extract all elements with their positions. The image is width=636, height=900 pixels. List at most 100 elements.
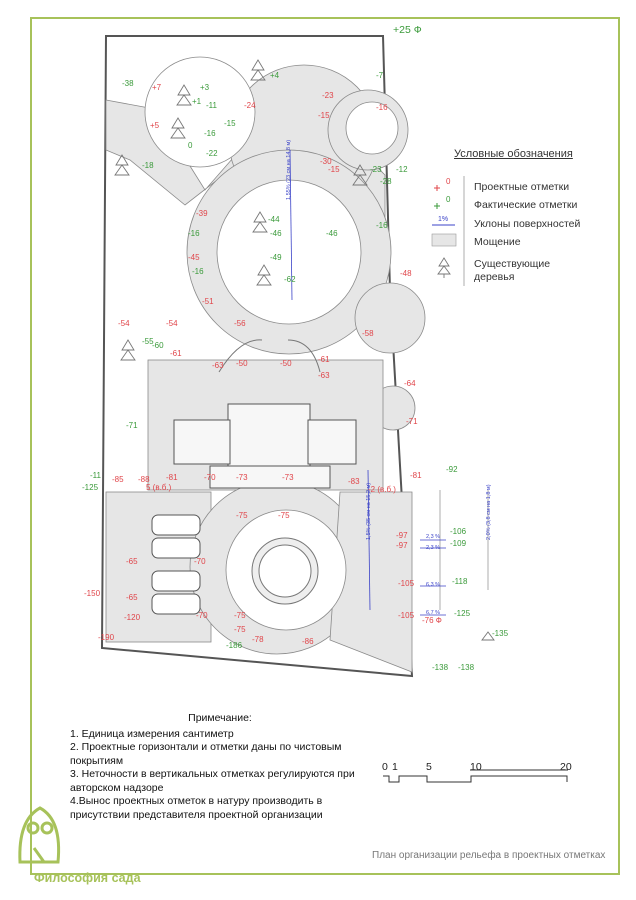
design-elevation-mark: -54 xyxy=(166,319,178,328)
design-elevation-mark: -61 xyxy=(318,355,330,364)
tree-icon xyxy=(256,264,272,286)
lawn-top xyxy=(144,56,256,168)
design-elevation-mark: 5 (в.б.) xyxy=(146,483,172,492)
design-elevation-mark: -88 xyxy=(138,475,150,484)
scale-label: 10 xyxy=(470,761,482,773)
drawing-title: План организации рельефа в проектных отм… xyxy=(372,850,606,861)
house-porch xyxy=(209,465,331,489)
logo-text: Философия сада xyxy=(34,871,141,885)
actual-marks: -38+4+3+1-11-15-160-22-18-44-46-46-16-49… xyxy=(82,71,509,672)
design-elevation-mark: -70 xyxy=(204,473,216,482)
actual-elevation-mark: -92 xyxy=(446,465,458,474)
design-elevation-mark: -81 xyxy=(410,471,422,480)
design-elevation-mark: -75 xyxy=(234,625,246,634)
legend-actual-marks: Фактические отметки xyxy=(474,199,578,211)
note-item: 2. Проектные горизонтали и отметки даны … xyxy=(70,741,342,767)
slope-arrow xyxy=(289,149,293,301)
actual-elevation-mark: -7 xyxy=(376,71,384,80)
tree-icon xyxy=(352,164,368,186)
actual-elevation-mark: -15 xyxy=(224,119,236,128)
slope-arrow xyxy=(367,469,371,611)
fountain-inner xyxy=(258,544,312,598)
actual-elevation-mark: -44 xyxy=(268,215,280,224)
design-elevation-mark: -63 xyxy=(318,371,330,380)
actual-elevation-mark: -186 xyxy=(226,641,243,650)
legend-slopes: Уклоны поверхностей xyxy=(474,218,581,230)
design-elevation-mark: -30 xyxy=(320,157,332,166)
design-elevation-mark: -190 xyxy=(98,633,115,642)
note-item: 3. Неточности в вертикальных отметках ре… xyxy=(70,768,355,794)
design-elevation-mark: -85 xyxy=(112,475,124,484)
actual-elevation-mark: 0 xyxy=(188,141,193,150)
parking-cars xyxy=(151,514,201,615)
actual-elevation-mark: -46 xyxy=(270,229,282,238)
actual-elevation-mark: -16 xyxy=(192,267,204,276)
legend-actual-sample: 0 xyxy=(446,195,451,204)
tree-icon xyxy=(114,154,130,176)
design-elevation-mark: -50 xyxy=(280,359,292,368)
car-3 xyxy=(151,570,201,592)
actual-elevation-mark: -22 xyxy=(206,149,218,158)
tree-icon xyxy=(437,257,451,278)
actual-elevation-mark: -23 xyxy=(370,165,382,174)
legend-design-marks: Проектные отметки xyxy=(474,181,570,193)
scale-bar-line xyxy=(383,775,568,783)
design-elevation-mark: +7 xyxy=(152,83,162,92)
actual-elevation-mark: -16 xyxy=(204,129,216,138)
design-elevation-mark: -75 xyxy=(234,611,246,620)
lawn-middle xyxy=(216,179,362,325)
actual-elevation-mark: +3 xyxy=(200,83,210,92)
design-elevation-mark: -23 xyxy=(322,91,334,100)
scale-label: 0 xyxy=(382,761,388,773)
paving-right-circle-2 xyxy=(354,282,426,354)
arch-right xyxy=(287,339,321,373)
actual-elevation-mark: -109 xyxy=(450,539,467,548)
paving-swatch xyxy=(431,233,457,247)
arch-left xyxy=(218,339,263,373)
scale-label: 20 xyxy=(560,761,572,773)
design-elevation-mark: -97 xyxy=(396,541,408,550)
actual-elevation-mark: -71 xyxy=(126,421,138,430)
actual-elevation-mark: -135 xyxy=(492,629,509,638)
design-elevation-mark: -86 xyxy=(302,637,314,646)
tree-icon xyxy=(170,117,186,139)
design-elevation-mark: -63 xyxy=(212,361,224,370)
owl-logo-icon xyxy=(18,806,61,864)
actual-elevation-mark: +4 xyxy=(270,71,280,80)
tree-icon xyxy=(250,59,266,81)
slope-label: 6,3 % xyxy=(426,582,440,588)
legend-design-sample: 0 xyxy=(446,177,451,186)
design-elevation-mark: -150 xyxy=(84,589,101,598)
design-elevation-mark: -56 xyxy=(234,319,246,328)
design-elevation-mark: -78 xyxy=(252,635,264,644)
design-elevation-mark: -70 xyxy=(196,611,208,620)
design-mark-cross-icon xyxy=(434,185,440,191)
design-elevation-mark: -70 xyxy=(194,557,206,566)
design-elevation-mark: -73 xyxy=(236,473,248,482)
design-elevation-mark: -51 xyxy=(202,297,214,306)
slope-label: 1,55% (23 см на 14,8 м) xyxy=(286,140,292,200)
tree-icon xyxy=(176,84,192,106)
slope-label: 2,3 % xyxy=(426,545,440,551)
design-elevation-mark: -64 xyxy=(404,379,416,388)
slope-arrows xyxy=(289,149,446,616)
slope-label: 1,5% (35 см на 15,2 м) xyxy=(366,483,372,540)
house xyxy=(173,403,357,489)
legend-trees-line2: деревья xyxy=(474,271,515,283)
top-elevation-mark: +25 Ф xyxy=(393,24,422,36)
design-elevation-mark: -120 xyxy=(124,613,141,622)
scale-label: 1 xyxy=(392,761,398,773)
design-elevation-mark: -65 xyxy=(126,593,138,602)
house-right-wing xyxy=(307,419,357,465)
design-elevation-mark: -81 xyxy=(166,473,178,482)
actual-elevation-mark: -60 xyxy=(152,341,164,350)
design-elevation-mark: -58 xyxy=(362,329,374,338)
house-left-wing xyxy=(173,419,231,465)
actual-elevation-mark: -16 xyxy=(188,229,200,238)
actual-elevation-mark: -49 xyxy=(270,253,282,262)
design-elevation-mark: -50 xyxy=(236,359,248,368)
note-item: 4.Вынос проектных отметок в натуру произ… xyxy=(70,795,323,821)
slope-label: 2,3 % xyxy=(426,534,440,540)
